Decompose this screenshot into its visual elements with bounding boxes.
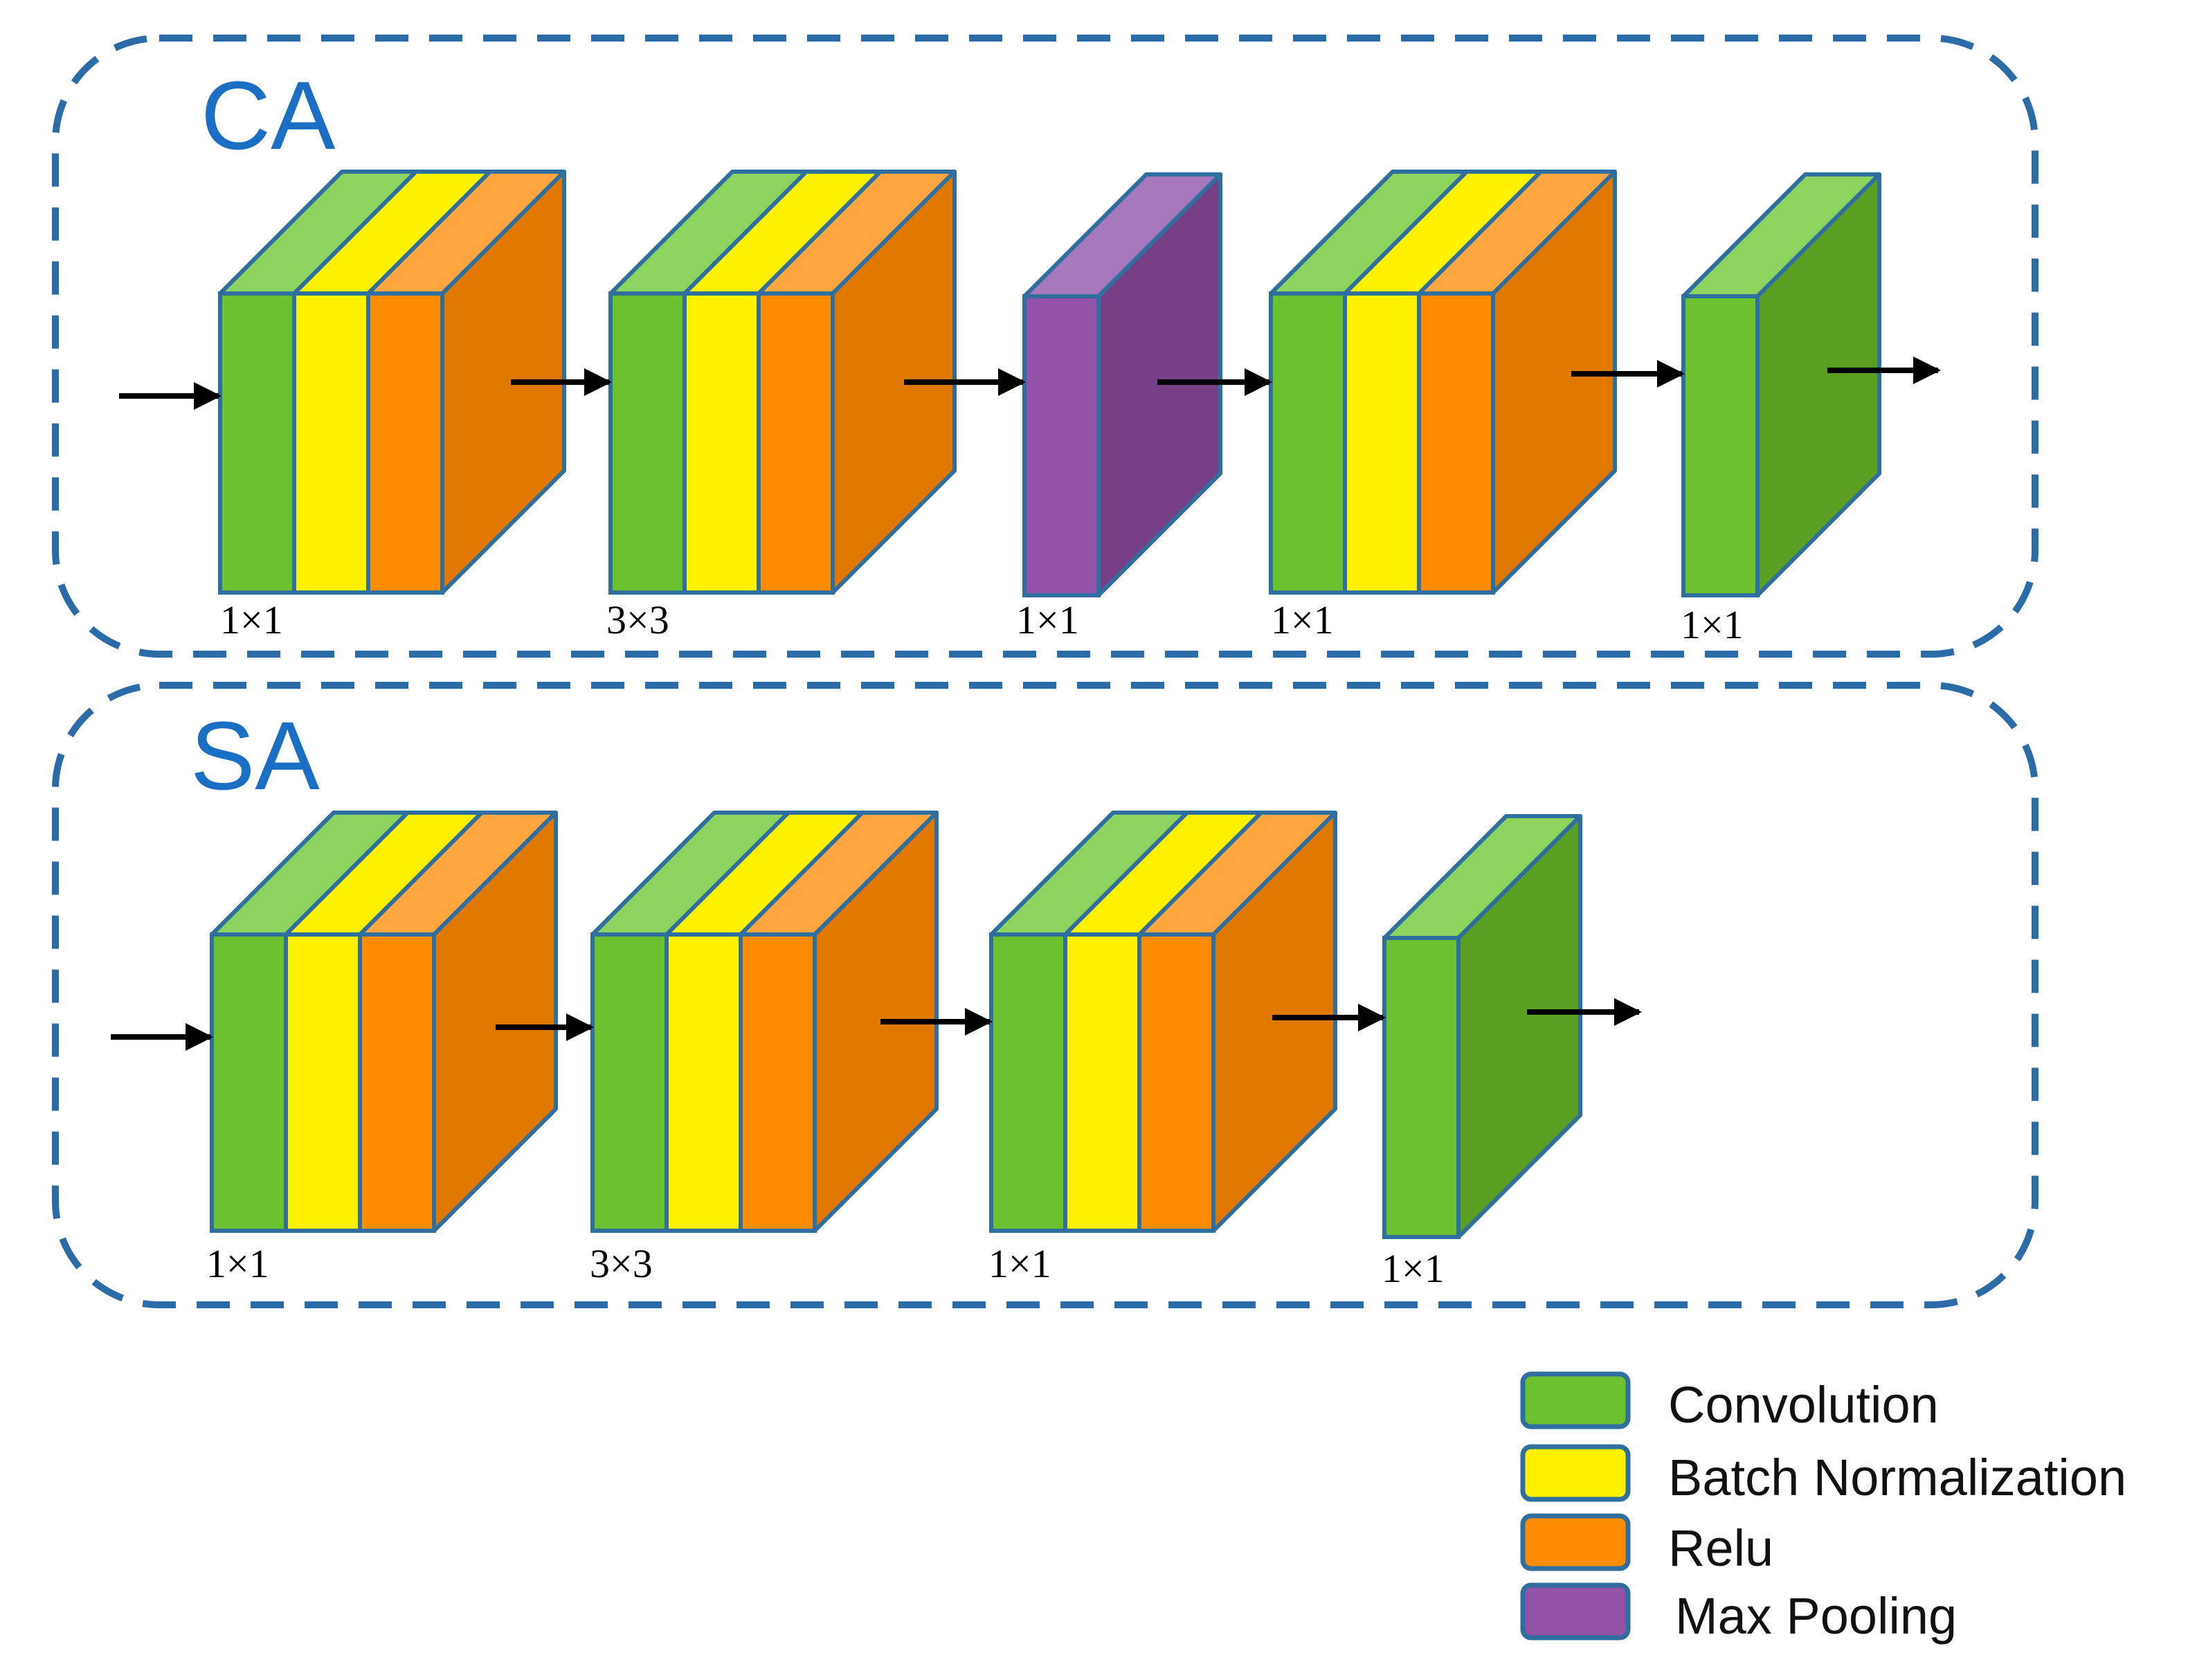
sa-2-relu-layer-front: [739, 932, 817, 1233]
ca-kernel-label-1: 1×1: [220, 597, 283, 642]
ca-2-conv-bn-relu-block: [608, 170, 957, 595]
legend-label-convolution: Convolution: [1668, 1376, 1939, 1434]
legend-swatch-max-pooling: [1520, 1582, 1631, 1641]
ca-kernel-label-4: 1×1: [1271, 597, 1334, 642]
sa-2-convolution-layer-front: [590, 932, 669, 1233]
sa-1-convolution-layer-front: [210, 932, 288, 1233]
sa-kernel-label-1: 1×1: [206, 1241, 269, 1286]
ca-4-batch-normalization-layer-front: [1343, 291, 1421, 595]
sa-4-convolution-layer-front: [1382, 936, 1461, 1239]
ca-1-convolution-layer-front: [218, 291, 296, 595]
legend-label-relu: Relu: [1668, 1519, 1773, 1577]
sa-kernel-labels: 1×1 3×3 1×1 1×1: [206, 1241, 1445, 1291]
ca-3-max-pooling-layer-front: [1022, 294, 1101, 597]
sa-1-block-side-face: [432, 811, 558, 1233]
ca-1-relu-layer-front: [366, 291, 444, 595]
sa-1-batch-normalization-layer-front: [284, 932, 362, 1233]
ca-1-batch-normalization-layer-front: [292, 291, 370, 595]
ca-arrow-row: [119, 356, 1941, 410]
ca-panel-border: [52, 35, 2038, 658]
ca-5-convolution-layer-front: [1681, 294, 1760, 597]
ca-4-block-side-face: [1491, 170, 1617, 595]
ca-2-block-side-face: [831, 170, 957, 595]
ca-panel-title: CA: [201, 61, 336, 170]
sa-2-block-side-face: [813, 811, 939, 1233]
ca-5-block-side-face: [1755, 172, 1881, 597]
sa-1-conv-bn-relu-block: [210, 811, 558, 1233]
ca-2-batch-normalization-layer-front: [682, 291, 761, 595]
ca-2-convolution-layer-front: [608, 291, 687, 595]
sa-3-convolution-layer-front: [989, 932, 1067, 1233]
ca-kernel-label-2: 3×3: [606, 597, 669, 642]
sa-panel-title: SA: [190, 701, 320, 810]
ca-4-convolution-layer-front: [1269, 291, 1347, 595]
ca-1-block-side-face: [440, 170, 566, 595]
sa-3-block-side-face: [1211, 811, 1337, 1233]
sa-kernel-label-2: 3×3: [590, 1241, 653, 1286]
ca-kernel-labels: 1×1 3×3 1×1 1×1 1×1: [220, 597, 1744, 647]
legend-label-batch-normalization: Batch Normalization: [1668, 1449, 2126, 1506]
sa-kernel-label-3: 1×1: [988, 1241, 1051, 1286]
sa-panel: SA 1×1 3×3 1×1 1×1: [52, 682, 2038, 1308]
ca-panel: CA 1×1 3×3 1×1 1×1 1×1: [52, 35, 2038, 658]
legend-swatch-batch-normalization: [1520, 1444, 1631, 1502]
legend-swatch-relu: [1520, 1513, 1631, 1571]
sa-2-batch-normalization-layer-front: [664, 932, 743, 1233]
sa-1-relu-layer-front: [358, 932, 436, 1233]
legend-label-max-pooling: Max Pooling: [1675, 1587, 1957, 1645]
ca-2-relu-layer-front: [757, 291, 835, 595]
sa-3-batch-normalization-layer-front: [1063, 932, 1141, 1233]
ca-5-conv-block: [1681, 172, 1881, 597]
sa-arrow-row: [111, 998, 1642, 1051]
ca-kernel-label-3: 1×1: [1016, 597, 1079, 642]
sa-4-conv-block: [1382, 814, 1582, 1239]
legend: Convolution Batch Normalization Relu Max…: [1520, 1371, 2126, 1645]
sa-3-relu-layer-front: [1137, 932, 1215, 1233]
ca-kernel-label-5: 1×1: [1681, 602, 1744, 647]
legend-swatch-convolution: [1520, 1371, 1631, 1429]
sa-kernel-label-4: 1×1: [1382, 1246, 1445, 1291]
ca-1-conv-bn-relu-block: [218, 170, 566, 595]
sa-block-row: [210, 811, 1582, 1239]
sa-4-block-side-face: [1456, 814, 1582, 1239]
sa-panel-border: [52, 682, 2038, 1308]
ca-block-row: [218, 170, 1881, 597]
sa-3-conv-bn-relu-block: [989, 811, 1337, 1233]
ca-4-relu-layer-front: [1417, 291, 1495, 595]
sa-2-conv-bn-relu-block: [590, 811, 939, 1233]
ca-4-conv-bn-relu-block: [1269, 170, 1617, 595]
